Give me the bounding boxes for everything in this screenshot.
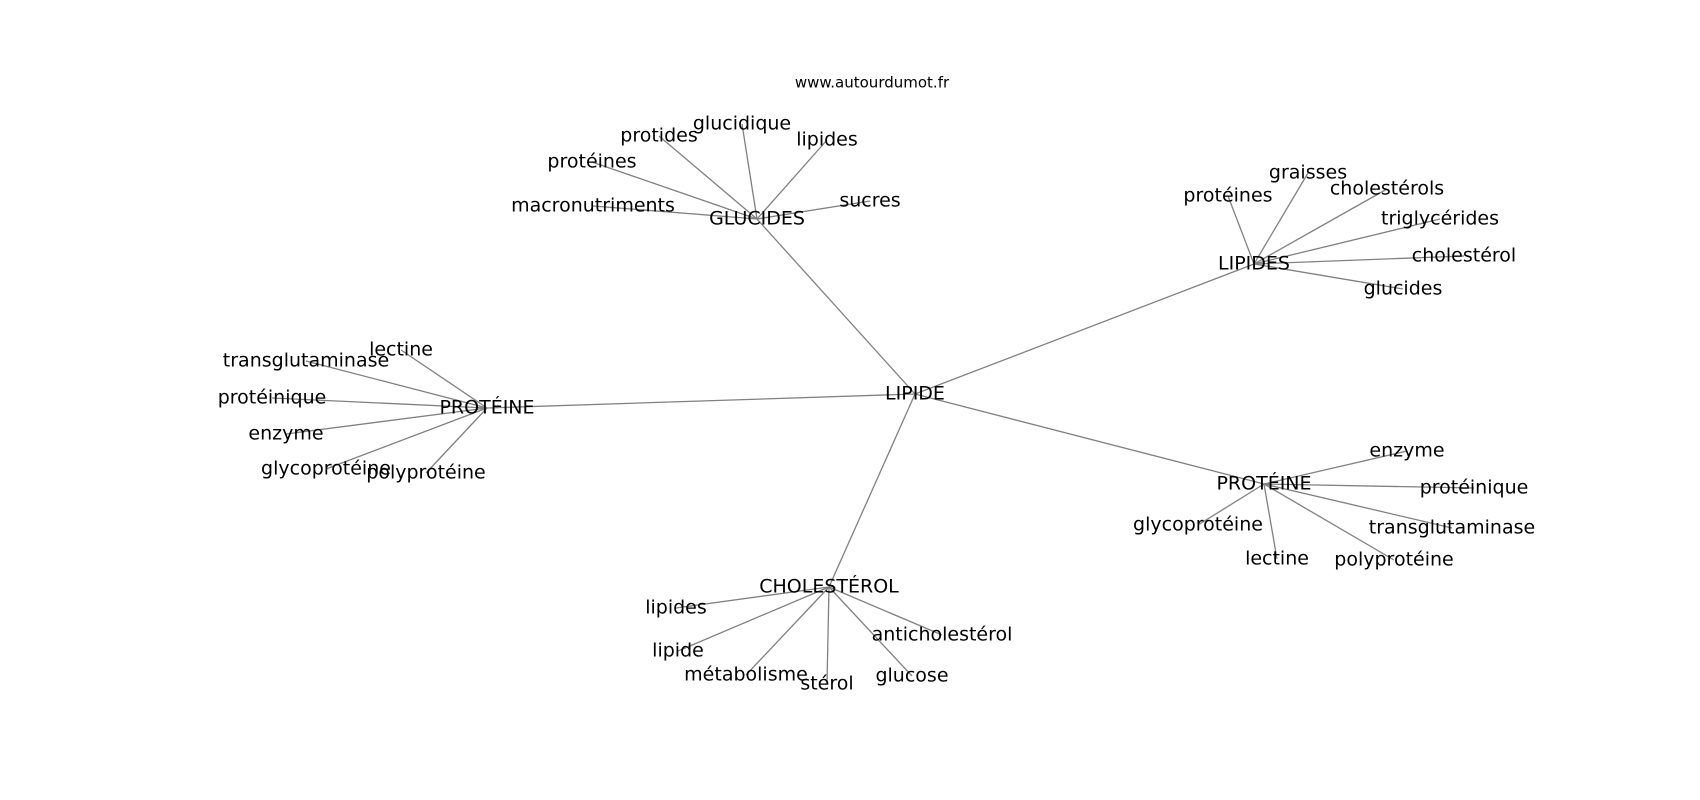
leaf-node-label: protéinique	[1420, 477, 1529, 499]
leaf-node-label: protides	[620, 125, 697, 147]
edge-hub-leaf	[675, 586, 830, 609]
leaf-node-label: cholestérols	[1330, 178, 1444, 200]
leaf-node-label: lectine	[1245, 548, 1309, 570]
edge-hub-leaf	[1197, 483, 1265, 526]
leaf-node-label: sucres	[839, 190, 900, 212]
site-url-label: www.autourdumot.fr	[795, 74, 950, 92]
edge-hub-leaf	[325, 407, 488, 470]
edge-hub-leaf	[828, 586, 943, 636]
leaf-node-label: protéines	[1183, 185, 1272, 207]
edge-hub-leaf	[271, 397, 488, 409]
edge-hub-leaf	[1253, 188, 1388, 265]
leaf-node-label: triglycérides	[1381, 208, 1499, 230]
edge-hub-leaf	[677, 586, 830, 652]
edge-hub-leaf	[305, 360, 488, 409]
leaf-node-label: polyprotéine	[1334, 549, 1453, 571]
edge-hub-leaf	[741, 123, 758, 220]
leaf-node-label: lectine	[369, 339, 433, 361]
edge-hub-leaf	[1253, 263, 1404, 290]
edge-hub-leaf	[1263, 483, 1278, 560]
graph-labels: GLUCIDES macronutriments protéines protides…	[218, 113, 1536, 695]
leaf-node-label: lipide	[652, 640, 704, 662]
leaf-node-label: transglutaminase	[223, 350, 389, 372]
leaf-node-label: cholestérol	[1412, 245, 1516, 267]
edge-hub-leaf	[1227, 195, 1255, 265]
leaf-node-label: glycoprotéine	[1133, 514, 1263, 536]
hub-node-label: PROTÉINE	[1216, 472, 1311, 495]
leaf-node-label: lipides	[796, 129, 858, 151]
leaf-node-label: glucides	[1364, 278, 1443, 300]
edge-hub-leaf	[756, 200, 871, 220]
hub-node-label: PROTÉINE	[439, 396, 534, 419]
hub-node-label: GLUCIDES	[709, 208, 805, 230]
edge-hub-leaf	[828, 586, 913, 677]
edge-hub-leaf	[1253, 255, 1465, 265]
edge-hub-leaf	[425, 407, 488, 474]
edge-hub-leaf	[400, 349, 488, 409]
hub-node-label: CHOLESTÉROL	[759, 575, 899, 598]
edge-hub-leaf	[591, 161, 758, 220]
edge-hub-leaf	[1253, 218, 1441, 265]
leaf-node-label: métabolisme	[684, 664, 808, 686]
leaf-node-label: lipides	[645, 597, 707, 619]
edge-center-hub	[914, 393, 1265, 485]
edge-center-hub	[914, 263, 1255, 395]
leaf-node-label: glycoprotéine	[261, 458, 391, 480]
edge-hub-leaf	[1253, 172, 1309, 265]
edge-hub-leaf	[745, 586, 830, 676]
leaf-node-label: glucose	[875, 665, 948, 687]
leaf-node-label: stérol	[800, 673, 853, 695]
edge-hub-leaf	[658, 135, 758, 220]
edge-hub-leaf	[1263, 483, 1395, 561]
center-node-label: LIPIDE	[885, 383, 945, 405]
leaf-node-label: glucidique	[693, 113, 791, 135]
edge-hub-leaf	[285, 407, 488, 435]
leaf-node-label: transglutaminase	[1369, 517, 1535, 539]
leaf-node-label: protéines	[547, 151, 636, 173]
hub-node-label: LIPIDES	[1218, 253, 1290, 275]
edge-center-hub	[828, 393, 916, 588]
edge-center-hub	[486, 393, 916, 409]
edge-hub-leaf	[756, 139, 828, 220]
edge-hub-leaf	[592, 205, 758, 220]
leaf-node-label: polyprotéine	[366, 462, 485, 484]
leaf-node-label: anticholestérol	[872, 624, 1013, 646]
leaf-node-label: enzyme	[1369, 440, 1444, 462]
leaf-node-label: graisses	[1269, 162, 1347, 184]
leaf-node-label: macronutriments	[511, 195, 675, 217]
edge-hub-leaf	[1263, 483, 1475, 489]
edge-hub-leaf	[1263, 483, 1453, 529]
edge-hub-leaf	[1263, 450, 1408, 485]
leaf-node-label: enzyme	[248, 423, 323, 445]
leaf-node-label: protéinique	[218, 387, 327, 409]
edge-hub-leaf	[826, 586, 830, 685]
graph-edges	[271, 123, 1475, 685]
edge-center-hub	[756, 218, 916, 395]
